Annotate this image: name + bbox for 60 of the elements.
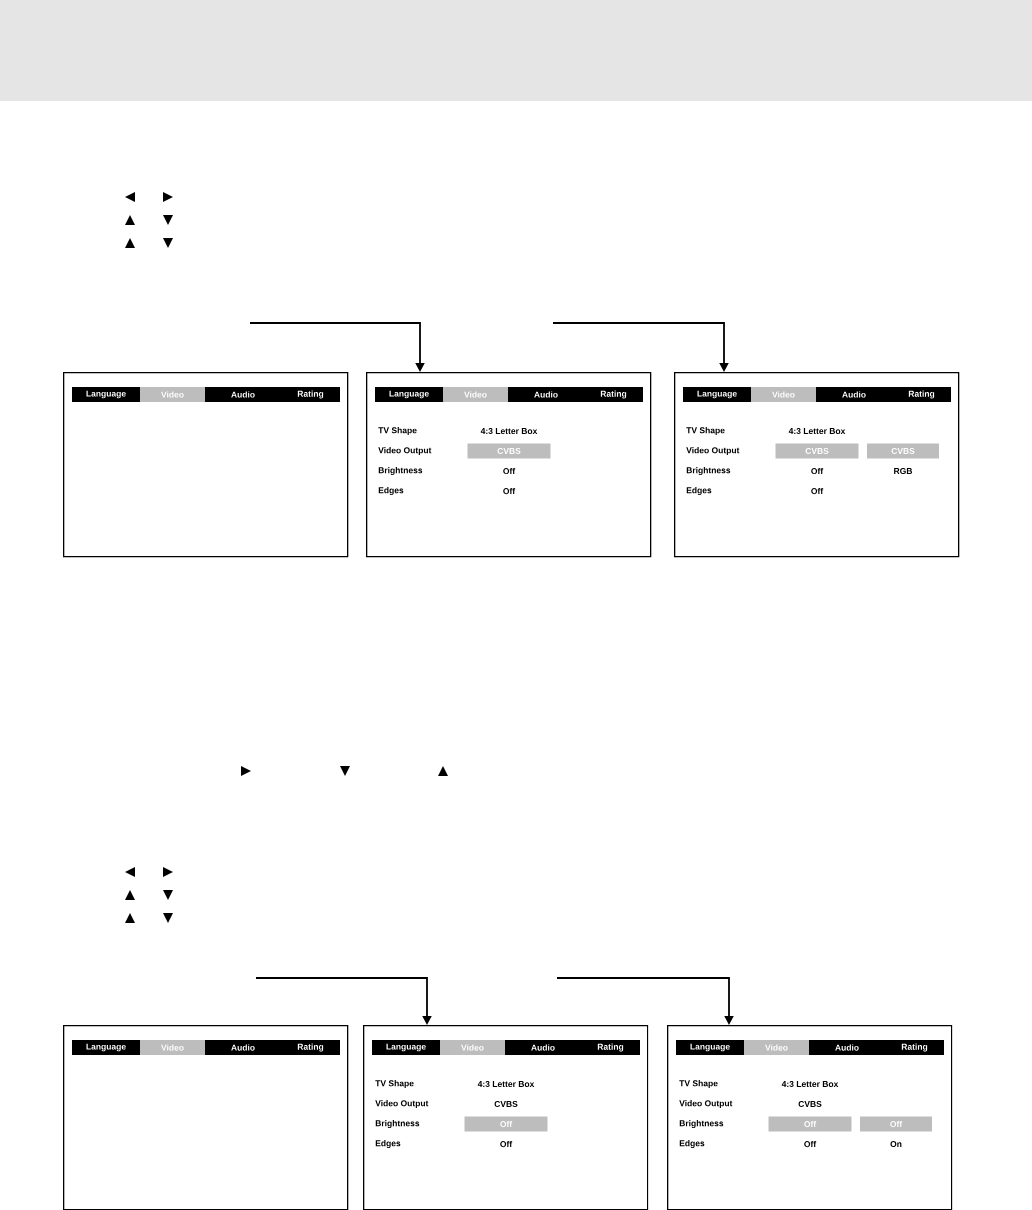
menu-tab: Audio [205,387,281,402]
selected-tab: Video [744,1040,809,1055]
highlighted-value: Off [860,1116,932,1132]
menu-tab: Language [72,1040,140,1055]
menu-tab: Rating [584,387,643,402]
setting-label: Brightness [686,467,731,475]
menu-tab: Rating [885,1040,944,1055]
menu-tab: Language [683,387,751,402]
highlighted-value: CVBS [867,443,939,459]
setting-value: On [890,1141,902,1147]
menu-tab: Language [372,1040,440,1055]
setting-value: 4:3 Letter Box [480,428,538,434]
setting-label: TV Shape [686,427,725,435]
setting-label: Brightness [679,1120,724,1128]
setting-label: TV Shape [378,427,417,435]
setting-label: Video Output [378,447,432,455]
setting-label: Edges [686,487,712,495]
setting-value: RGB [894,468,913,474]
highlighted-value: CVBS [467,443,551,459]
highlighted-value: CVBS [775,443,859,459]
setting-label: Edges [375,1140,401,1148]
setting-label: TV Shape [679,1080,718,1088]
setting-label: Video Output [686,447,740,455]
menu-tab: Rating [581,1040,640,1055]
setting-label: Edges [679,1140,705,1148]
setting-value: Off [804,1140,817,1148]
menu-tab: Language [375,387,443,402]
menu-tab: Audio [508,387,584,402]
menu-tab: Audio [205,1040,281,1055]
setting-value: Off [503,467,516,475]
setting-label: Video Output [375,1100,429,1108]
selected-tab: Video [140,1040,205,1055]
setting-label: Brightness [375,1120,420,1128]
setting-value: CVBS [494,1101,518,1107]
setting-value: Off [811,467,824,475]
setting-value: Off [500,1140,513,1148]
setting-value: CVBS [798,1101,822,1107]
menu-tab: Rating [281,387,340,402]
menu-tab: Rating [281,1040,340,1055]
highlighted-value: Off [464,1116,548,1132]
menu-tab: Language [676,1040,744,1055]
setting-value: Off [811,487,824,495]
selected-tab: Video [443,387,508,402]
setting-value: 4:3 Letter Box [781,1081,839,1087]
menu-tab: Audio [505,1040,581,1055]
setting-value: 4:3 Letter Box [477,1081,535,1087]
setting-label: Video Output [679,1100,733,1108]
selected-tab: Video [751,387,816,402]
setting-label: Edges [378,487,404,495]
menu-tab: Rating [892,387,951,402]
menu-tab: Audio [816,387,892,402]
setting-label: Brightness [378,467,423,475]
menu-tab: Language [72,387,140,402]
setting-value: 4:3 Letter Box [788,428,846,434]
menu-tab: Audio [809,1040,885,1055]
highlighted-value: Off [768,1116,852,1132]
selected-tab: Video [440,1040,505,1055]
setting-value: Off [503,487,516,495]
setting-label: TV Shape [375,1080,414,1088]
selected-tab: Video [140,387,205,402]
